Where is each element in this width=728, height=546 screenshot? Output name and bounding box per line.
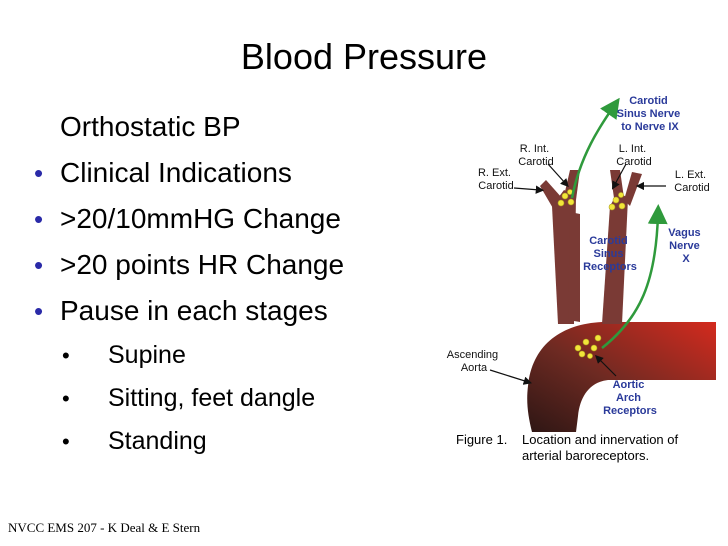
bullet-dot: • [34,158,44,188]
slide-footer: NVCC EMS 207 - K Deal & E Stern [8,520,201,535]
slide-title: Blood Pressure [240,36,488,77]
bullet-text: Pause in each stages [60,295,328,326]
caption-line: Location and innervation of [522,432,679,447]
label-carotid-sinus-receptors: Carotid Sinus Receptors [583,235,637,273]
sub-bullet-dot: • [62,343,70,368]
bullet-list: Orthostatic BP • Clinical Indications • >2… [34,104,344,463]
aorta-arch [527,322,716,432]
bullet-dot: • [34,204,44,234]
baroreceptor-figure: Carotid Sinus Nerve to Nerve IX R. Int. … [447,95,716,432]
label-aortic-arch-receptors: Aortic Arch Receptors [603,379,657,417]
bullet-dot: • [34,296,44,326]
label-r-int-carotid: R. Int. Carotid [518,143,553,168]
pointer-lines [489,163,666,385]
bullet-text: >20 points HR Change [60,249,345,280]
carotid-sinus-nerve [570,97,620,199]
bullet-text: Clinical Indications [60,157,292,188]
label-ascending-aorta: Ascending Aorta [447,349,501,374]
bullet-item: • >20 points HR Change [34,242,344,288]
bullet-item: • Clinical Indications [34,150,344,196]
bullet-item: Orthostatic BP [34,104,344,150]
bullet-text: >20/10mmHG Change [60,203,341,234]
bullet-dot: • [34,250,44,280]
caption-label: Figure 1. [456,432,508,447]
sub-bullet-text: Supine [108,341,186,369]
bullet-text: Orthostatic BP [60,111,241,142]
sub-bullet-text: Sitting, feet dangle [108,384,316,412]
sub-bullet-item: • Standing [62,420,344,463]
label-l-ext-carotid: L. Ext. Carotid [674,169,709,194]
sub-bullet-text: Standing [108,427,207,455]
label-vagus-nerve: Vagus Nerve X [668,227,703,265]
label-carotid-sinus-nerve: Carotid Sinus Nerve to Nerve IX [617,95,684,133]
sub-bullet-item: • Sitting, feet dangle [62,377,344,420]
label-r-ext-carotid: R. Ext. Carotid [478,167,514,192]
sub-bullet-dot: • [62,429,70,454]
sub-bullet-dot: • [62,386,70,411]
bullet-item: • >20/10mmHG Change [34,196,344,242]
figure-caption: Figure 1. Location and innervation of art… [456,432,678,464]
bullet-item: • Pause in each stages [34,288,344,334]
label-l-int-carotid: L. Int. Carotid [616,143,651,168]
sub-bullet-item: • Supine [62,334,344,377]
vagus-nerve [601,204,668,349]
caption-line: arterial baroreceptors. [522,448,650,463]
carotid-arteries [540,170,642,324]
